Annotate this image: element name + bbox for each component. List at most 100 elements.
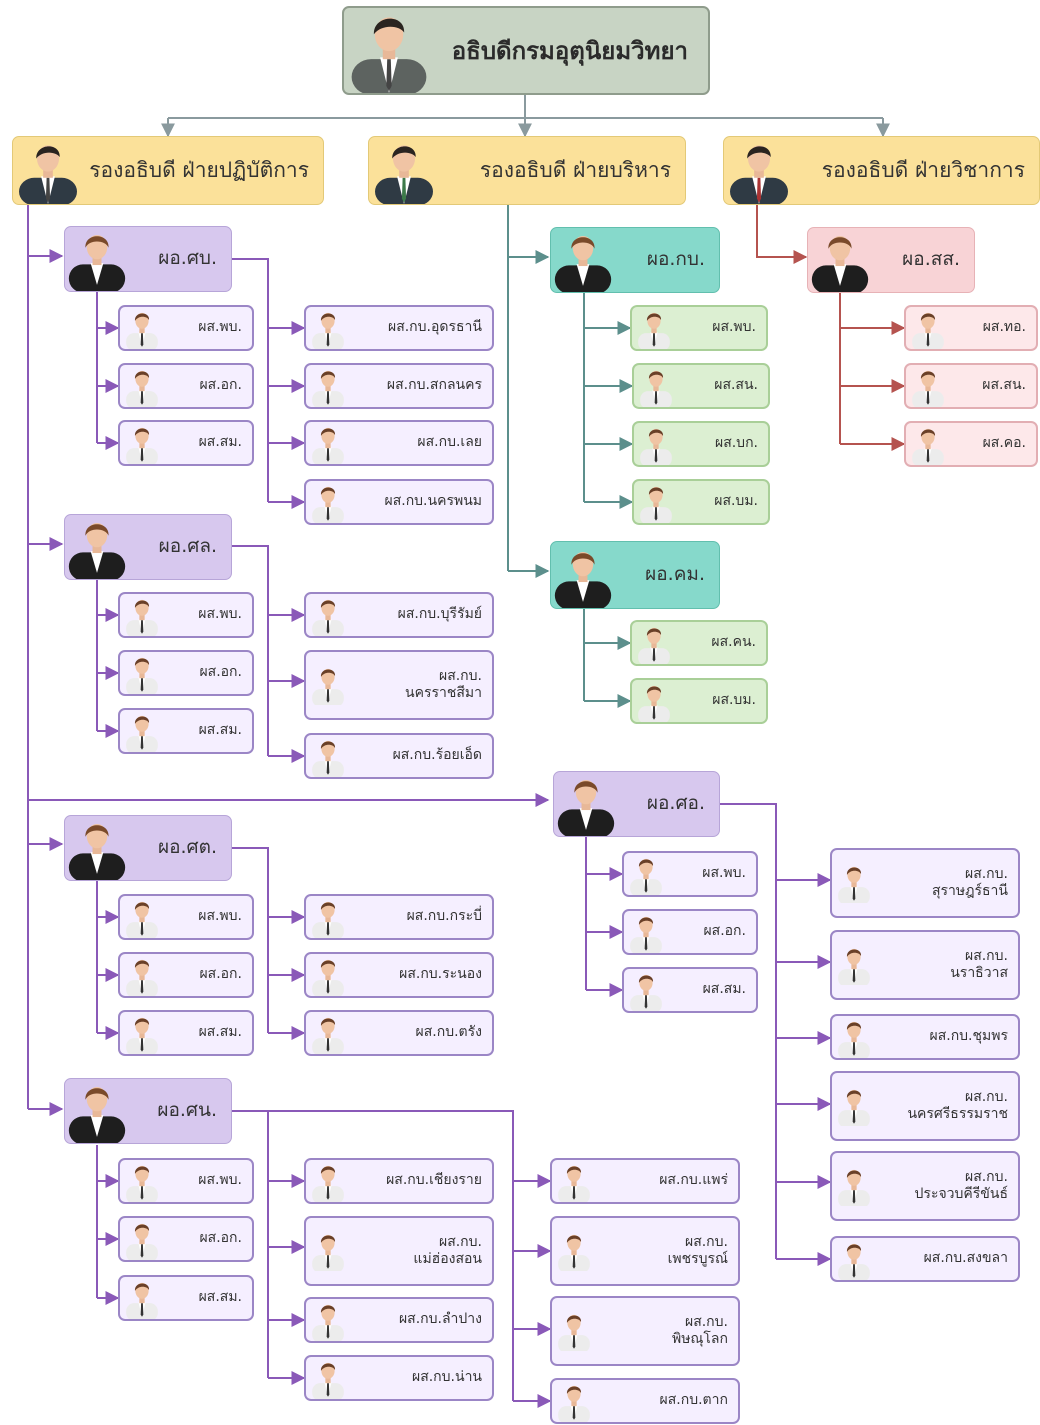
branch-box: ผส.กบ.เชียงราย — [304, 1158, 494, 1204]
person-avatar-icon — [838, 866, 870, 903]
branch-label: ผส.กบ.เลย — [417, 434, 482, 451]
branch-box: ผส.กบ.แพร่ — [550, 1158, 740, 1204]
person-avatar-icon — [68, 823, 126, 880]
person-avatar-icon — [126, 370, 158, 407]
staff-label: ผส.คน. — [711, 634, 756, 651]
staff-label: ผส.สม. — [702, 981, 746, 998]
director-sl-box: ผอ.ศล. — [64, 514, 232, 580]
branch-box: ผส.กบ.ร้อยเอ็ด — [304, 733, 494, 779]
director-title: อธิบดีกรมอุตุนิยมวิทยา — [451, 36, 688, 65]
staff-label: ผส.สน. — [982, 377, 1026, 394]
deputy-operations-box: รองอธิบดี ฝ่ายปฏิบัติการ — [12, 136, 324, 205]
person-avatar-icon — [640, 428, 672, 465]
person-avatar-icon — [558, 1385, 590, 1422]
person-avatar-icon — [375, 145, 433, 204]
staff-box: ผส.อก. — [622, 909, 758, 955]
staff-label: ผส.พบ. — [198, 1172, 242, 1189]
director-ss-box: ผอ.สส. — [807, 227, 975, 293]
person-avatar-icon — [912, 312, 944, 349]
person-avatar-icon — [730, 145, 788, 204]
staff-label: ผส.ทอ. — [982, 319, 1026, 336]
person-avatar-icon — [312, 312, 344, 349]
person-avatar-icon — [838, 1089, 870, 1126]
person-avatar-icon — [126, 715, 158, 752]
branch-label: ผส.กบ.สงขลา — [923, 1250, 1008, 1267]
person-avatar-icon — [312, 599, 344, 636]
staff-box: ผส.พบ. — [118, 1158, 254, 1204]
staff-box: ผส.คอ. — [904, 421, 1038, 467]
staff-label: ผส.คอ. — [982, 435, 1026, 452]
staff-box: ผส.พบ. — [118, 305, 254, 351]
person-avatar-icon — [126, 657, 158, 694]
branch-label: ผส.กบ.นครพนม — [384, 493, 483, 510]
branch-label: ผส.กบ.สกลนคร — [386, 377, 482, 394]
person-avatar-icon — [312, 1234, 344, 1271]
branch-box: ผส.กบ.พิษณุโลก — [550, 1296, 740, 1366]
person-avatar-icon — [68, 1086, 126, 1143]
staff-label: ผส.อก. — [199, 1230, 242, 1247]
branch-box: ผส.กบ.สกลนคร — [304, 363, 494, 409]
person-avatar-icon — [126, 1223, 158, 1260]
person-avatar-icon — [312, 370, 344, 407]
person-avatar-icon — [126, 1282, 158, 1319]
branch-box: ผส.กบ.นราธิวาส — [830, 930, 1020, 1000]
branch-box: ผส.กบ.เลย — [304, 420, 494, 466]
branch-box: ผส.กบ.นครพนม — [304, 479, 494, 525]
branch-label: ผส.กบ. — [964, 947, 1008, 964]
staff-box: ผส.สน. — [904, 363, 1038, 409]
branch-label-line2: เพชรบูรณ์ — [667, 1251, 728, 1267]
branch-label: ผส.กบ.น่าน — [411, 1369, 482, 1386]
staff-label: ผส.อก. — [703, 923, 746, 940]
person-avatar-icon — [558, 1165, 590, 1202]
staff-label: ผส.สน. — [714, 377, 758, 394]
person-avatar-icon — [638, 685, 670, 722]
director-kb-label: ผอ.กบ. — [646, 248, 705, 271]
deputy-administration-box: รองอธิบดี ฝ่ายบริหาร — [368, 136, 686, 205]
branch-box: ผส.กบ.อุดรธานี — [304, 305, 494, 351]
person-avatar-icon — [640, 486, 672, 523]
person-avatar-icon — [557, 779, 615, 836]
branch-box: ผส.กบ.กระบี่ — [304, 894, 494, 940]
staff-label: ผส.สม. — [198, 434, 242, 451]
director-sb-box: ผอ.ศบ. — [64, 226, 232, 292]
branch-label: ผส.กบ. — [684, 1313, 728, 1330]
branch-box: ผส.กบ.น่าน — [304, 1355, 494, 1401]
person-avatar-icon — [554, 551, 612, 608]
director-sn-label: ผอ.ศน. — [157, 1099, 217, 1122]
staff-box: ผส.พบ. — [118, 894, 254, 940]
branch-box: ผส.กบ.นครศรีธรรมราช — [830, 1071, 1020, 1141]
branch-label: ผส.กบ. — [964, 1168, 1008, 1185]
staff-label: ผส.อก. — [199, 377, 242, 394]
staff-box: ผส.พบ. — [118, 592, 254, 638]
person-avatar-icon — [630, 916, 662, 953]
branch-label: ผส.กบ. — [964, 865, 1008, 882]
person-avatar-icon — [838, 1243, 870, 1280]
director-so-label: ผอ.ศอ. — [646, 792, 705, 815]
branch-label-line2: สุราษฎร์ธานี — [931, 883, 1008, 899]
director-km-label: ผอ.คม. — [645, 563, 705, 586]
person-avatar-icon — [312, 486, 344, 523]
director-so-box: ผอ.ศอ. — [553, 771, 720, 837]
branch-label: ผส.กบ.แพร่ — [659, 1172, 728, 1189]
branch-box: ผส.กบ.เพชรบูรณ์ — [550, 1216, 740, 1286]
person-avatar-icon — [126, 427, 158, 464]
staff-label: ผส.สม. — [198, 722, 242, 739]
branch-label: ผส.กบ.ตรัง — [415, 1024, 482, 1041]
person-avatar-icon — [312, 959, 344, 996]
director-sb-label: ผอ.ศบ. — [158, 247, 217, 270]
branch-label-line2: นครราชสีมา — [405, 685, 482, 701]
staff-box: ผส.อก. — [118, 952, 254, 998]
person-avatar-icon — [838, 1021, 870, 1058]
staff-box: ผส.สม. — [118, 1010, 254, 1056]
staff-label: ผส.สม. — [198, 1024, 242, 1041]
staff-box: ผส.สม. — [118, 420, 254, 466]
person-avatar-icon — [630, 858, 662, 895]
person-avatar-icon — [312, 668, 344, 705]
staff-label: ผส.บม. — [714, 493, 758, 510]
staff-box: ผส.สม. — [118, 1275, 254, 1321]
branch-label: ผส.กบ.กระบี่ — [406, 908, 482, 925]
staff-box: ผส.บก. — [632, 421, 770, 467]
branch-label-line2: นครศรีธรรมราช — [907, 1106, 1008, 1122]
person-avatar-icon — [312, 1362, 344, 1399]
